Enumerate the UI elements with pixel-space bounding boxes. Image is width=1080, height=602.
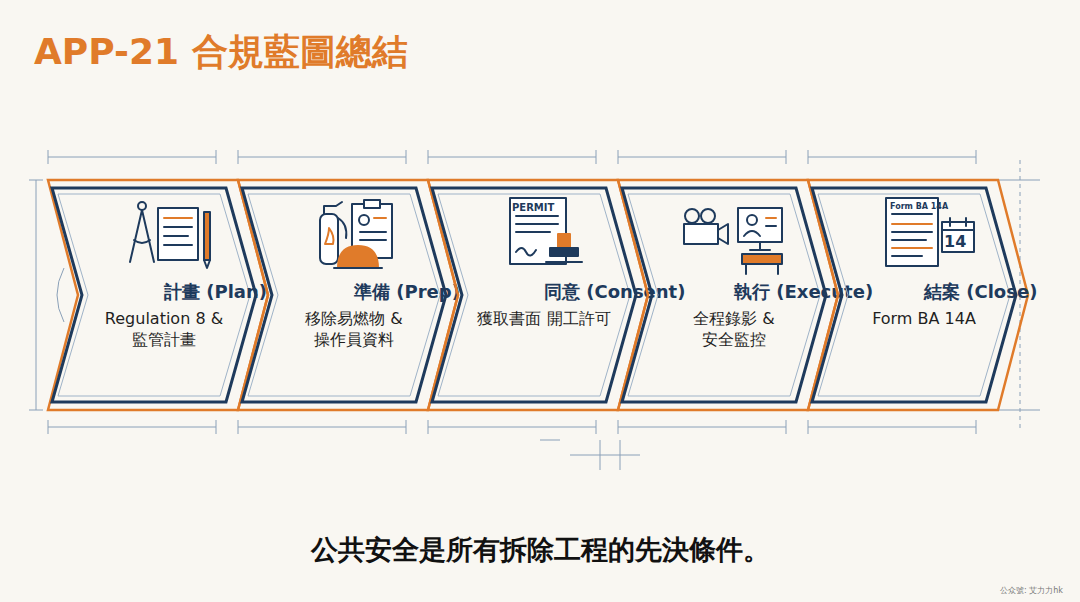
title: APP-21 合規藍圖總結: [34, 28, 408, 77]
step-body: Form BA 14A: [854, 309, 994, 330]
permit-label: PERMIT: [512, 202, 554, 213]
step-heading: 準備 (Prep): [354, 280, 460, 304]
step-heading: 執行 (Execute): [734, 280, 873, 304]
step-chevron: 計畫 (Plan) Regulation 8 & 監管計畫: [48, 180, 268, 410]
step-chevron: 執行 (Execute)全程錄影 & 安全監控: [618, 180, 838, 410]
step-chevron: 同意 (Consent)獲取書面 開工許可: [428, 180, 648, 410]
step-heading: 結案 (Close): [924, 280, 1037, 304]
step-body: 全程錄影 & 安全監控: [664, 309, 804, 351]
form-label: Form BA 14A: [890, 202, 948, 211]
step-heading: 同意 (Consent): [544, 280, 685, 304]
step-chevron: 準備 (Prep) 移除易燃物 & 操作員資料: [238, 180, 458, 410]
chevron-stroke: [48, 180, 268, 410]
watermark: 公众號: 艾力力hk: [1000, 585, 1063, 596]
step-body: Regulation 8 & 監管計畫: [94, 309, 234, 351]
step-body: 移除易燃物 & 操作員資料: [284, 309, 424, 351]
step-body: 獲取書面 開工許可: [474, 309, 614, 330]
step-chevron: 結案 (Close)Form BA 14A: [808, 180, 1028, 410]
calendar-day: 14: [944, 232, 966, 251]
caption: 公共安全是所有拆除工程的先決條件。: [311, 532, 770, 568]
step-heading: 計畫 (Plan): [164, 280, 267, 304]
